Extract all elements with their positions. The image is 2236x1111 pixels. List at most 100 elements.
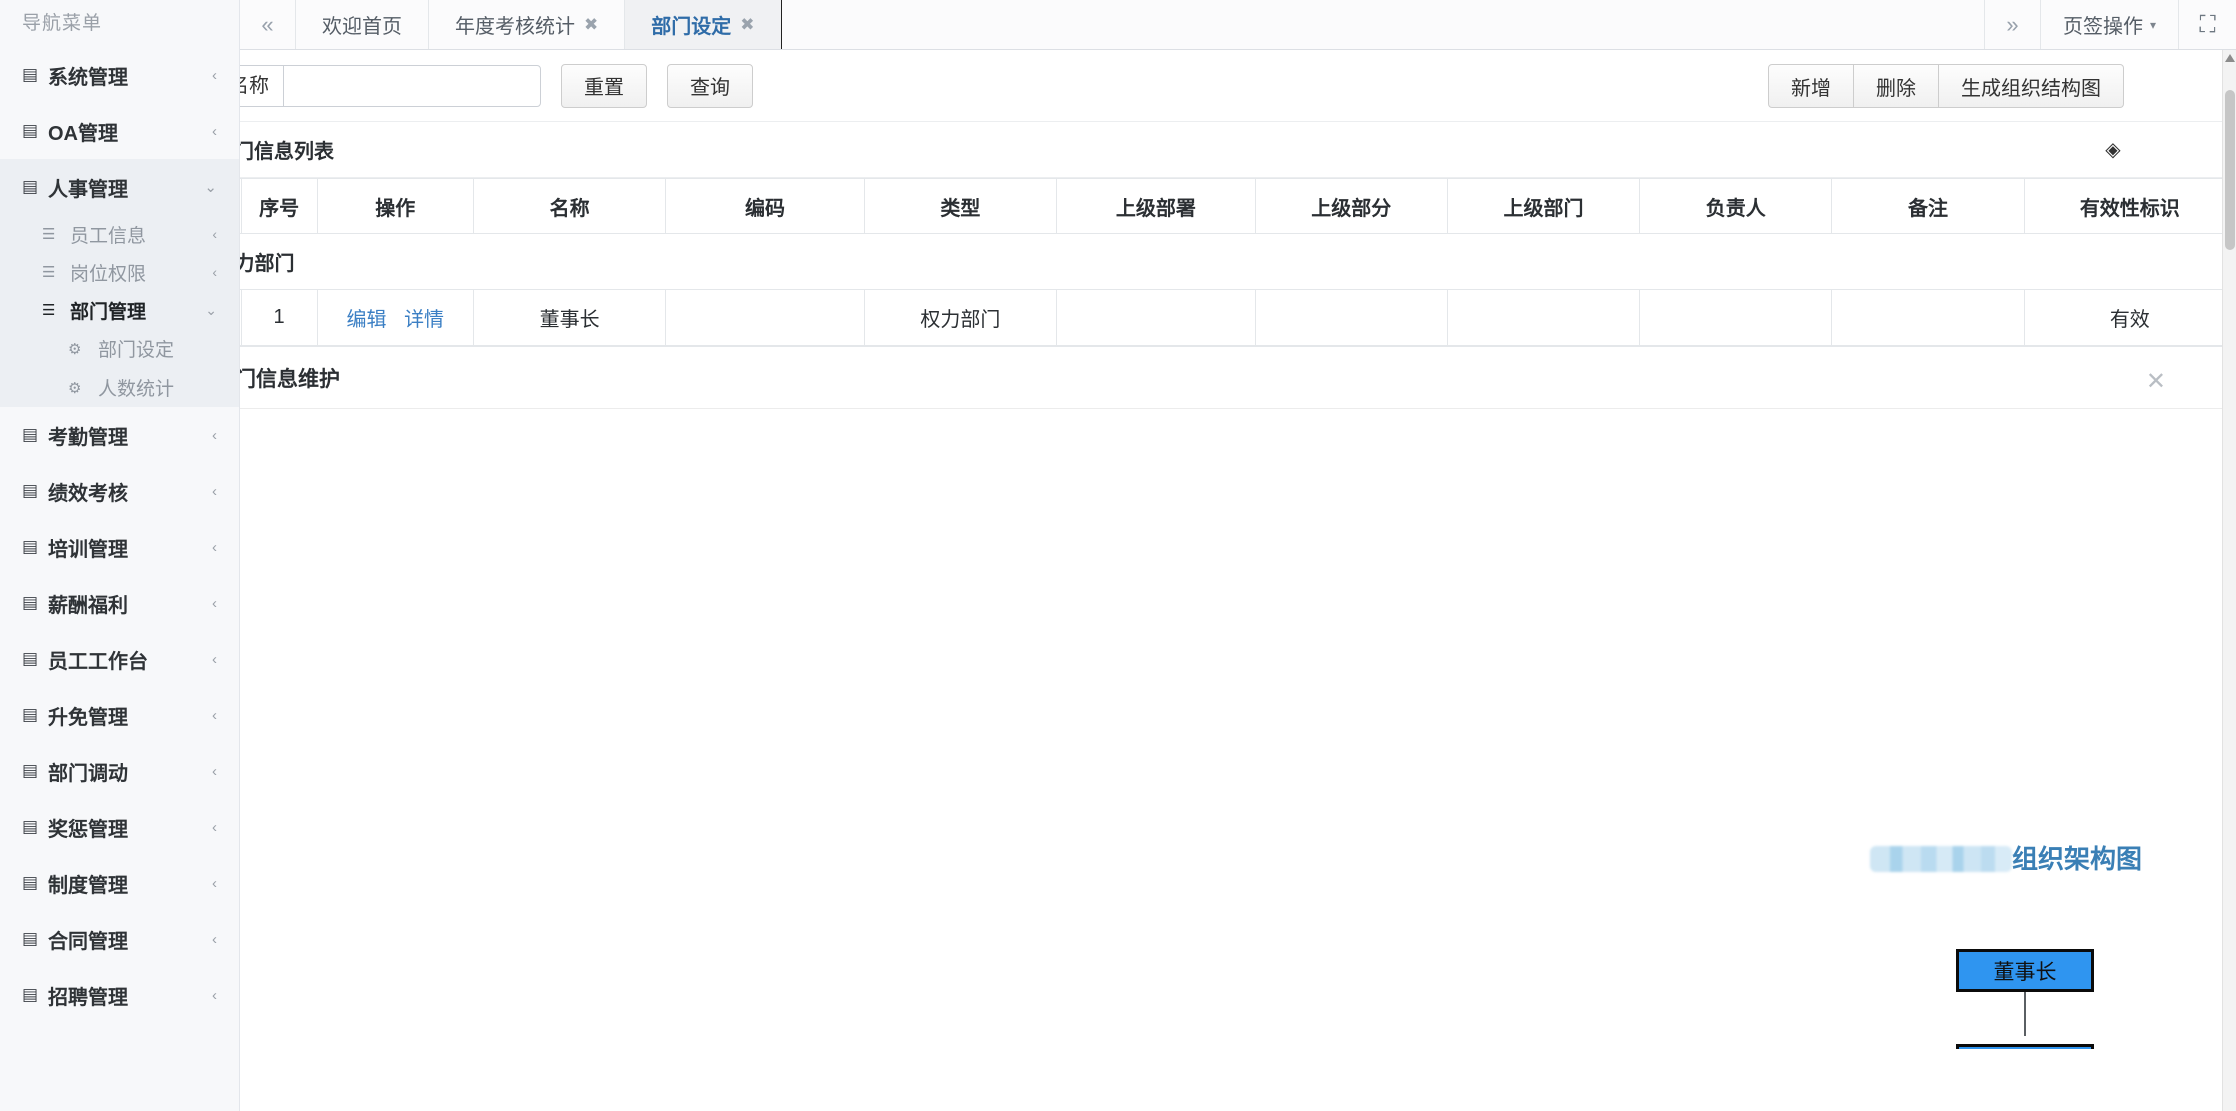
sidebar-item-考勤管理[interactable]: ▤ 考勤管理 ‹	[0, 407, 239, 463]
cell-有效性标识: 有效	[2023, 289, 2236, 346]
sidebar-item-系统管理[interactable]: ▤ 系统管理 ‹	[0, 47, 239, 103]
close-icon[interactable]: ✕	[2145, 368, 2166, 395]
sidebar-item-合同管理[interactable]: ▤ 合同管理 ‹	[0, 911, 239, 967]
tab-年度考核统计[interactable]: 年度考核统计 ✖	[429, 0, 626, 49]
sidebar-item-招聘管理[interactable]: ▤ 招聘管理 ‹	[0, 967, 239, 1023]
sidebar-item-label: 培训管理	[48, 538, 128, 561]
fullscreen-icon[interactable]: ⛶	[2178, 0, 2236, 49]
connector	[2024, 992, 2026, 1036]
column-序号[interactable]: 序号	[240, 178, 318, 234]
chevron-left-icon: ‹	[212, 226, 217, 242]
book-icon: ▤	[22, 177, 39, 196]
sidebar-item-label: OA管理	[48, 122, 118, 145]
sidebar-item-label: 合同管理	[48, 930, 128, 953]
generate-org-chart-button[interactable]: 生成组织结构图	[1939, 64, 2124, 108]
scroll-up-arrow-icon[interactable]	[2225, 54, 2235, 62]
sidebar-subsubitem-label: 人数统计	[98, 379, 175, 400]
column-上级部门[interactable]: 上级部门	[1446, 178, 1641, 234]
search-input[interactable]	[283, 64, 541, 107]
book-icon: ▤	[22, 593, 39, 612]
gears-icon: ⚙	[68, 340, 82, 358]
page-operations-dropdown[interactable]: 页签操作 ▾	[2039, 0, 2178, 49]
sidebar-item-OA管理[interactable]: ▤ OA管理 ‹	[0, 103, 239, 159]
sidebar-item-label: 薪酬福利	[48, 594, 128, 617]
tab-label: 年度考核统计	[455, 16, 575, 38]
table-row[interactable]: 1 编辑 详情 董事长 权力部门	[240, 289, 2236, 346]
column-类型[interactable]: 类型	[863, 178, 1058, 234]
sidebar-item-label: 招聘管理	[48, 986, 128, 1009]
column-备注[interactable]: 备注	[1831, 178, 2025, 234]
collapse-caret-icon[interactable]: ◈	[2105, 139, 2121, 161]
cell-名称: 董事长	[472, 289, 667, 346]
sidebar-item-绩效考核[interactable]: ▤ 绩效考核 ‹	[0, 463, 239, 519]
list-title-bar: 部门信息列表 ◈	[240, 122, 2236, 178]
sidebar-item-label: 系统管理	[48, 66, 128, 89]
org-node-副董事长[interactable]: 副董事长	[1956, 1044, 2094, 1049]
column-名称[interactable]: 名称	[472, 178, 667, 234]
double-chevron-right-icon[interactable]: »	[1983, 0, 2040, 49]
chevron-down-icon: ⌄	[205, 301, 217, 318]
sidebar-item-岗位权限[interactable]: ☰ 岗位权限 ‹	[0, 253, 239, 291]
sidebar-item-薪酬福利[interactable]: ▤ 薪酬福利 ‹	[0, 575, 239, 631]
vertical-scrollbar[interactable]	[2222, 50, 2236, 1111]
sidebar-submenu-人事管理: ☰ 员工信息 ‹ ☰ 岗位权限 ‹ ☰ 部门管理 ⌄ ⚙ 部门设定 ⚙	[0, 215, 239, 407]
chevron-left-icon: ‹	[212, 930, 217, 948]
column-操作[interactable]: 操作	[316, 178, 474, 234]
chevron-left-icon: ‹	[212, 706, 217, 724]
book-icon: ▤	[22, 537, 39, 556]
close-icon[interactable]: ✖	[584, 14, 599, 34]
org-node-label: 董事长	[1993, 960, 2057, 984]
book-icon: ▤	[22, 649, 39, 668]
list-icon: ☰	[42, 226, 56, 243]
main-content: « 欢迎首页 年度考核统计 ✖ 部门设定 ✖ » 页签操作 ▾	[240, 0, 2236, 1111]
reset-button[interactable]: 重置	[561, 63, 647, 108]
column-上级部署[interactable]: 上级部署	[1056, 178, 1256, 234]
chevron-left-icon: ‹	[212, 482, 217, 500]
sidebar-item-人数统计[interactable]: ⚙ 人数统计	[0, 368, 239, 407]
column-有效性标识[interactable]: 有效性标识	[2023, 178, 2236, 234]
list-icon: ☰	[42, 264, 56, 281]
sidebar-item-员工信息[interactable]: ☰ 员工信息 ‹	[0, 215, 239, 253]
column-负责人[interactable]: 负责人	[1639, 178, 1833, 234]
sidebar: 导航菜单 ▤ 系统管理 ‹ ▤ OA管理 ‹ ▤ 人事管理 ⌄ ☰ 员工信息 ‹…	[0, 0, 240, 1111]
chevron-down-icon: ⌄	[204, 179, 217, 196]
chevron-down-icon: ▾	[2149, 17, 2156, 32]
sidebar-item-label: 员工工作台	[48, 650, 148, 673]
vertical-scrollbar-thumb[interactable]	[2225, 90, 2235, 250]
tab-欢迎首页[interactable]: 欢迎首页	[296, 0, 429, 49]
sidebar-item-部门设定[interactable]: ⚙ 部门设定	[0, 329, 239, 368]
add-button[interactable]: 新增	[1768, 64, 1854, 108]
sidebar-item-奖惩管理[interactable]: ▤ 奖惩管理 ‹	[0, 799, 239, 855]
double-chevron-left-icon[interactable]: «	[240, 0, 296, 49]
tab-部门设定[interactable]: 部门设定 ✖	[625, 0, 782, 49]
sidebar-item-部门调动[interactable]: ▤ 部门调动 ‹	[0, 743, 239, 799]
delete-button[interactable]: 删除	[1854, 64, 1939, 108]
book-icon: ▤	[22, 705, 39, 724]
close-icon[interactable]: ✖	[740, 14, 755, 34]
org-node-董事长[interactable]: 董事长	[1956, 949, 2094, 992]
sidebar-item-label: 人事管理	[48, 178, 128, 201]
cell-操作: 编辑 详情	[316, 289, 474, 346]
detail-link[interactable]: 详情	[404, 309, 445, 331]
column-上级部分[interactable]: 上级部分	[1254, 178, 1448, 234]
sidebar-item-升免管理[interactable]: ▤ 升免管理 ‹	[0, 687, 239, 743]
edit-link[interactable]: 编辑	[346, 309, 387, 331]
sidebar-item-人事管理[interactable]: ▤ 人事管理 ⌄	[0, 159, 239, 215]
query-button[interactable]: 查询	[667, 63, 753, 108]
cell-备注	[1831, 289, 2025, 346]
chevron-left-icon: ‹	[212, 122, 217, 140]
chevron-left-icon: ‹	[212, 538, 217, 556]
table-header-row: 序号 操作 名称 编码 类型 上级部署 上级部分 上级部门 负责人 备注 有效性…	[240, 178, 2236, 234]
sidebar-item-制度管理[interactable]: ▤ 制度管理 ‹	[0, 855, 239, 911]
chevron-left-icon: ‹	[212, 650, 217, 668]
sidebar-item-label: 绩效考核	[48, 482, 128, 505]
toolbar-button-group: 新增 删除 生成组织结构图	[1768, 64, 2124, 108]
page-operations-label: 页签操作	[2062, 16, 2143, 38]
sidebar-item-培训管理[interactable]: ▤ 培训管理 ‹	[0, 519, 239, 575]
sidebar-item-部门管理[interactable]: ☰ 部门管理 ⌄	[0, 291, 239, 329]
chevron-left-icon: ‹	[212, 874, 217, 892]
tab-list: 欢迎首页 年度考核统计 ✖ 部门设定 ✖	[296, 0, 1984, 49]
sidebar-item-员工工作台[interactable]: ▤ 员工工作台 ‹	[0, 631, 239, 687]
column-编码[interactable]: 编码	[665, 178, 865, 234]
